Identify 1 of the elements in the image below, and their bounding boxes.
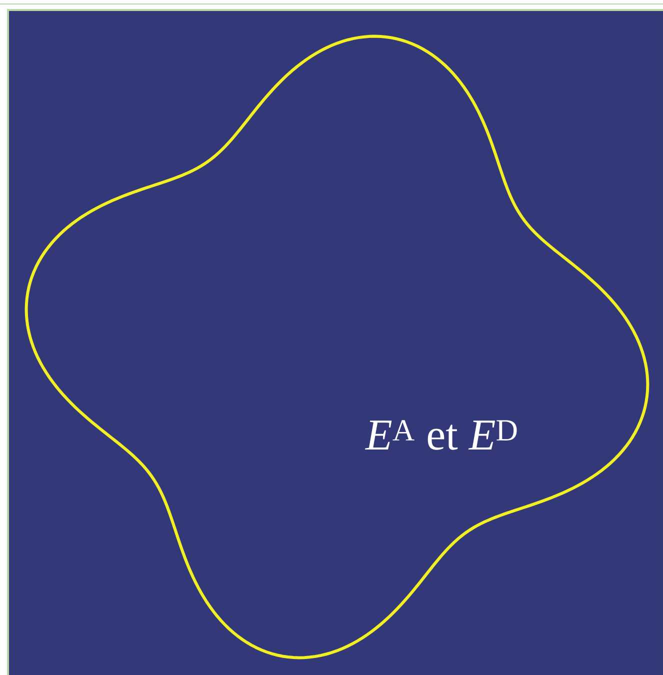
formula-label: E$^{A}$ et E$^{D}$ bbox=[364, 420, 517, 450]
